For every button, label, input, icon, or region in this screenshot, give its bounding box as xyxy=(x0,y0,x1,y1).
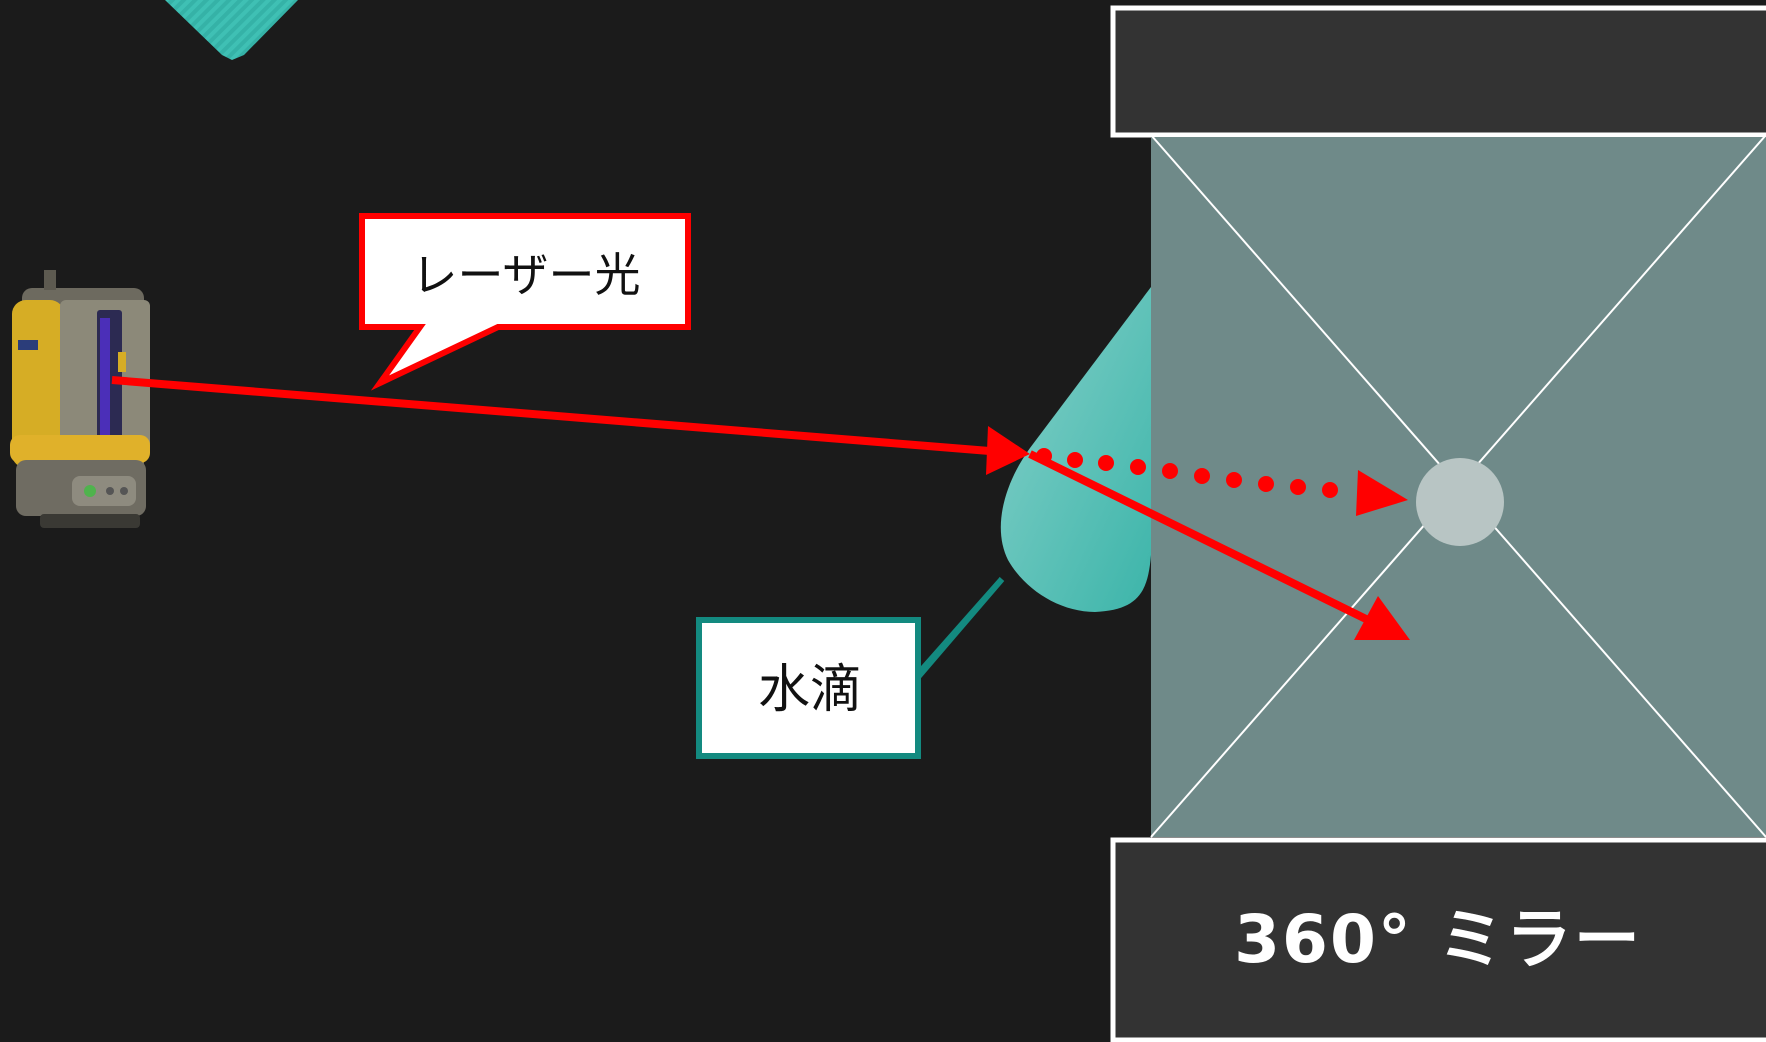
laser-beam-refracted xyxy=(1028,450,1370,624)
water-drop-shape xyxy=(1000,287,1151,612)
water-drop-callout-box xyxy=(696,577,1005,759)
mirror-label: 360° ミラー xyxy=(1234,901,1642,978)
teal-corner-decoration xyxy=(165,0,298,60)
laser-label: レーザー光 xyxy=(411,248,641,302)
laser-beam-refracted-arrowhead xyxy=(1354,596,1410,640)
laser-beam-incoming xyxy=(111,376,1003,456)
water-drop-label: 水滴 xyxy=(757,660,862,720)
laser-callout-box xyxy=(359,213,691,391)
laser-dotted-arrowhead xyxy=(1356,470,1408,516)
laser-device-icon xyxy=(10,270,150,528)
mirror-center-point xyxy=(1416,458,1504,546)
mirror-top-frame xyxy=(1110,5,1766,138)
mirror-bottom-frame xyxy=(1110,837,1766,1042)
laser-beam-incoming-arrowhead xyxy=(986,426,1030,475)
